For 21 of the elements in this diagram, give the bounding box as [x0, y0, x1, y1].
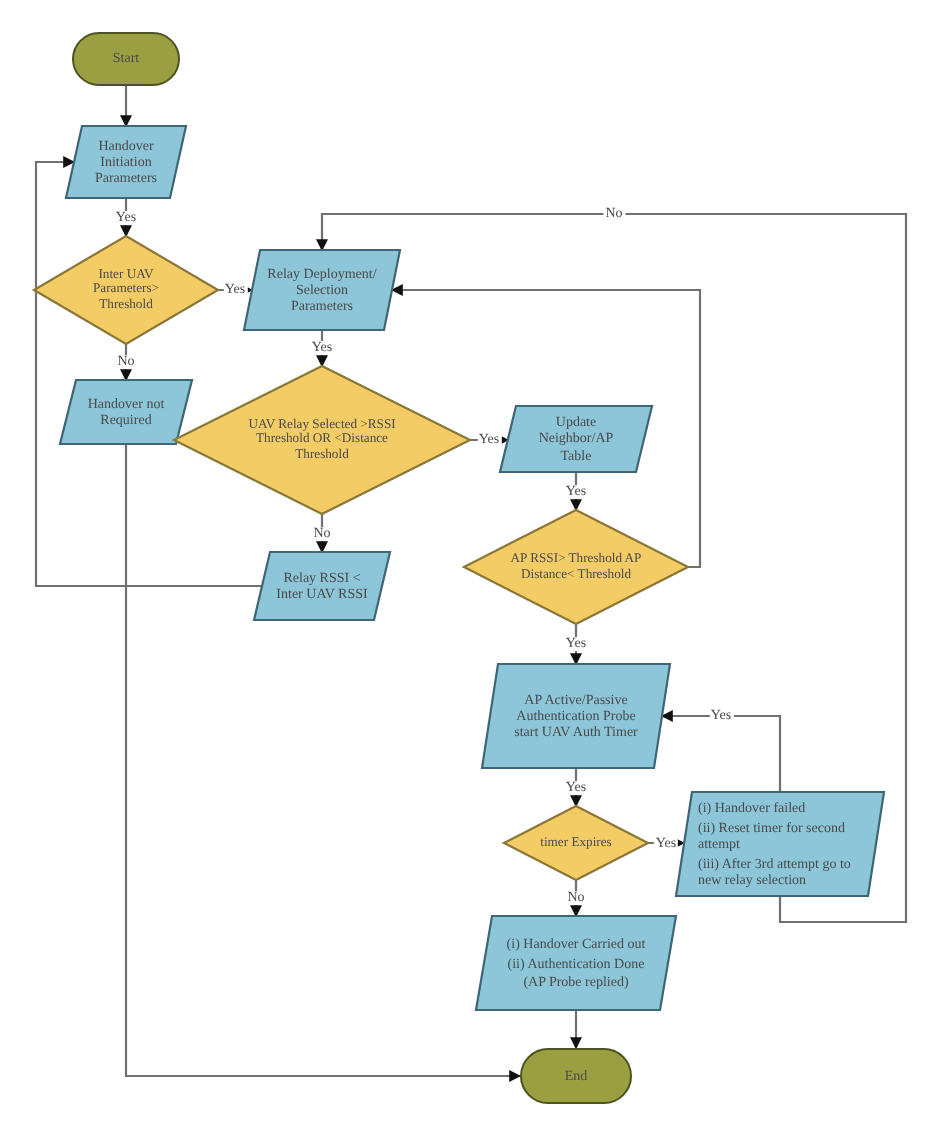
arrow: [570, 1010, 582, 1050]
process-parallelogram: [476, 916, 676, 1010]
arrow: [316, 212, 908, 924]
arrow: [660, 710, 782, 792]
decision-diamond: [34, 236, 218, 344]
process-parallelogram: [244, 250, 400, 330]
decision-diamond: [464, 510, 688, 624]
decision-diamond: [504, 806, 648, 880]
arrow: [390, 284, 702, 569]
decision-diamond: [174, 366, 470, 514]
process-parallelogram: [66, 126, 186, 198]
process-parallelogram: [60, 380, 192, 444]
arrow: [120, 86, 132, 128]
process-parallelogram: [500, 406, 652, 472]
arrow: [124, 444, 522, 1082]
terminal-shape: [520, 1048, 632, 1104]
arrow: [34, 156, 262, 588]
process-parallelogram: [482, 664, 670, 768]
terminal-shape: [72, 32, 180, 86]
process-parallelogram: [254, 552, 390, 620]
process-parallelogram: [676, 792, 884, 896]
